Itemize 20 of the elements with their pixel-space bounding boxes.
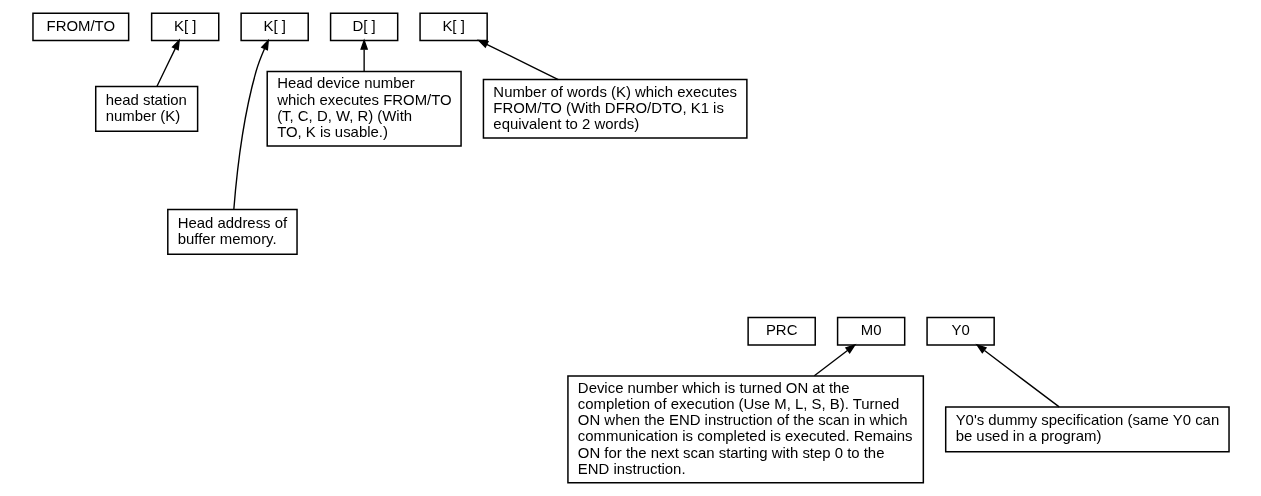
node-box: K[ ] (150, 12, 219, 42)
node-box: K[ ] (239, 12, 309, 42)
arrow (155, 38, 180, 87)
arrow (232, 38, 269, 210)
arrow (359, 38, 368, 73)
node-box: Head device number which executes FROM/TO (T, C, D, W, R) (With TO, K is usable.) (265, 70, 462, 147)
node-box: Number of words (K) which executes FROM/TO (With DFRO/DTO, K1 is equivalent to 2 words) (482, 78, 748, 139)
node-box: FROM/TO (31, 12, 129, 42)
node-box: D[ ] (329, 12, 398, 42)
node-box: K[ ] (418, 12, 488, 42)
arrow (813, 343, 856, 377)
node-box: M0 (836, 316, 905, 346)
node-box: Y0 (925, 316, 995, 346)
node-box: Device number which is turned ON at the completion of execution (Use M, L, S, B). Turned ON when the END instruction of the scan in which communication is completed is executed. Remains ON for the next scan starting with step 0 to the END instruction. (566, 375, 924, 484)
arrow (975, 343, 1060, 408)
node-box: head station number (K) (94, 85, 198, 132)
node-box: PRC (746, 316, 816, 346)
node-box: Head address of buffer memory. (166, 208, 298, 255)
node-box: Y0's dummy specification (same Y0 can be used in a program) (944, 406, 1230, 453)
arrow (476, 39, 559, 81)
